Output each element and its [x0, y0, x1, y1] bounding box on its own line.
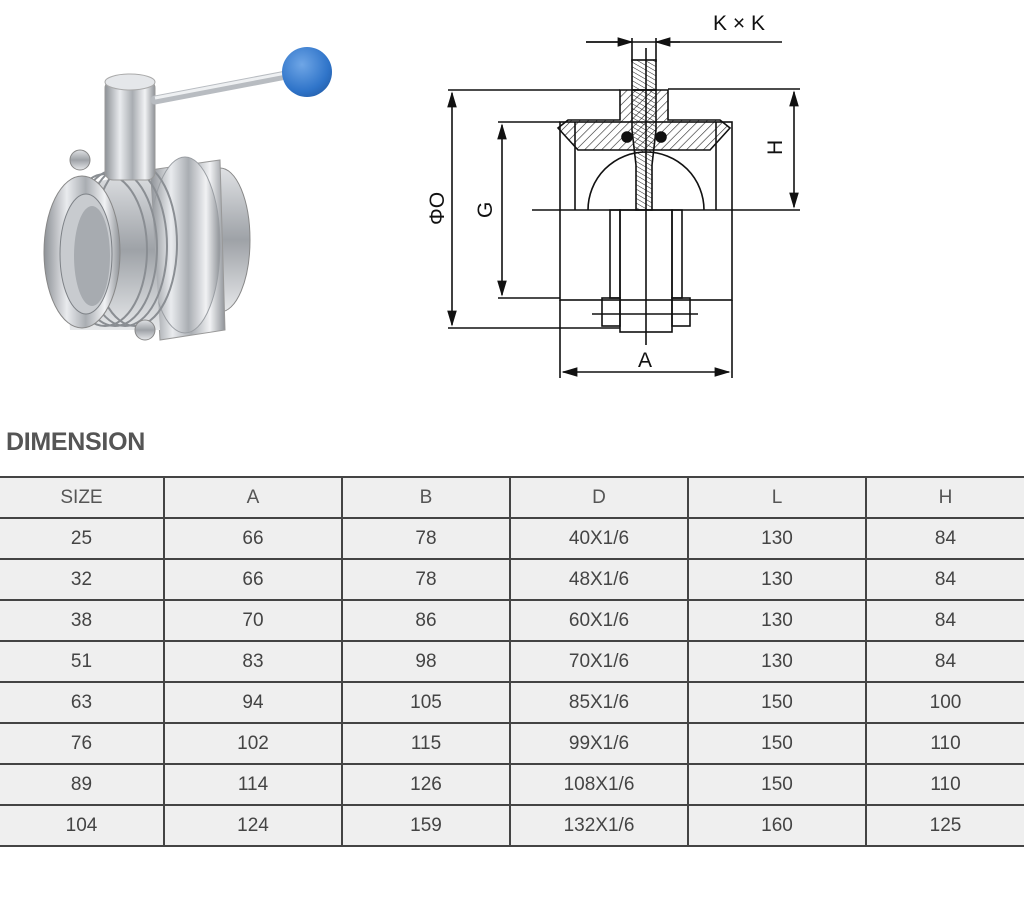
valve-product-photo [20, 40, 332, 360]
cell-a: 70 [163, 599, 343, 642]
cell-a: 94 [163, 681, 343, 724]
table-row: 76 102 115 99X1/6 150 110 [0, 722, 1024, 765]
cell-size: 76 [0, 722, 165, 765]
cell-b: 98 [341, 640, 511, 683]
header-size: SIZE [0, 476, 165, 519]
cell-d: 99X1/6 [509, 722, 689, 765]
table-row: 89 114 126 108X1/6 150 110 [0, 763, 1024, 806]
cell-a: 83 [163, 640, 343, 683]
table-row: 38 70 86 60X1/6 130 84 [0, 599, 1024, 642]
cell-l: 130 [687, 599, 867, 642]
cell-b: 78 [341, 517, 511, 560]
cell-a: 102 [163, 722, 343, 765]
cell-b: 105 [341, 681, 511, 724]
cell-d: 70X1/6 [509, 640, 689, 683]
cell-h: 125 [865, 804, 1024, 847]
table-row: 25 66 78 40X1/6 130 84 [0, 517, 1024, 560]
cell-d: 60X1/6 [509, 599, 689, 642]
cell-b: 86 [341, 599, 511, 642]
cell-h: 84 [865, 558, 1024, 601]
label-h: H [764, 140, 787, 155]
dimension-table: SIZE A B D L H 25 66 78 40X1/6 130 84 32… [0, 476, 1024, 847]
cell-h: 110 [865, 763, 1024, 806]
cell-d: 132X1/6 [509, 804, 689, 847]
cell-size: 38 [0, 599, 165, 642]
section-title: DIMENSION [6, 428, 145, 456]
cell-l: 130 [687, 640, 867, 683]
label-a: A [638, 349, 652, 372]
table-row: 32 66 78 48X1/6 130 84 [0, 558, 1024, 601]
cell-l: 150 [687, 681, 867, 724]
cell-l: 150 [687, 763, 867, 806]
header-d: D [509, 476, 689, 519]
cell-h: 84 [865, 640, 1024, 683]
cell-a: 114 [163, 763, 343, 806]
cell-a: 66 [163, 558, 343, 601]
handle-ball [282, 47, 332, 97]
cell-d: 85X1/6 [509, 681, 689, 724]
cell-l: 130 [687, 558, 867, 601]
cell-b: 78 [341, 558, 511, 601]
header-a: A [163, 476, 343, 519]
table-row: 63 94 105 85X1/6 150 100 [0, 681, 1024, 724]
cell-size: 89 [0, 763, 165, 806]
cell-size: 51 [0, 640, 165, 683]
cell-d: 48X1/6 [509, 558, 689, 601]
table-row: 51 83 98 70X1/6 130 84 [0, 640, 1024, 683]
cell-a: 66 [163, 517, 343, 560]
cell-l: 160 [687, 804, 867, 847]
cell-h: 84 [865, 599, 1024, 642]
cell-size: 25 [0, 517, 165, 560]
cell-h: 110 [865, 722, 1024, 765]
header-l: L [687, 476, 867, 519]
cell-h: 84 [865, 517, 1024, 560]
table-header-row: SIZE A B D L H [0, 476, 1024, 519]
cell-d: 108X1/6 [509, 763, 689, 806]
label-g: G [474, 202, 497, 218]
cell-d: 40X1/6 [509, 517, 689, 560]
cell-a: 124 [163, 804, 343, 847]
cell-l: 150 [687, 722, 867, 765]
cell-b: 126 [341, 763, 511, 806]
label-kxk: K × K [713, 12, 765, 35]
label-phi-o: ΦO [426, 192, 449, 225]
cell-size: 32 [0, 558, 165, 601]
header-b: B [341, 476, 511, 519]
cell-h: 100 [865, 681, 1024, 724]
cell-l: 130 [687, 517, 867, 560]
table-row: 104 124 159 132X1/6 160 125 [0, 804, 1024, 847]
cell-b: 159 [341, 804, 511, 847]
cell-size: 63 [0, 681, 165, 724]
cell-b: 115 [341, 722, 511, 765]
technical-drawing: K × K ΦO G H A [420, 0, 820, 390]
cell-size: 104 [0, 804, 165, 847]
header-h: H [865, 476, 1024, 519]
